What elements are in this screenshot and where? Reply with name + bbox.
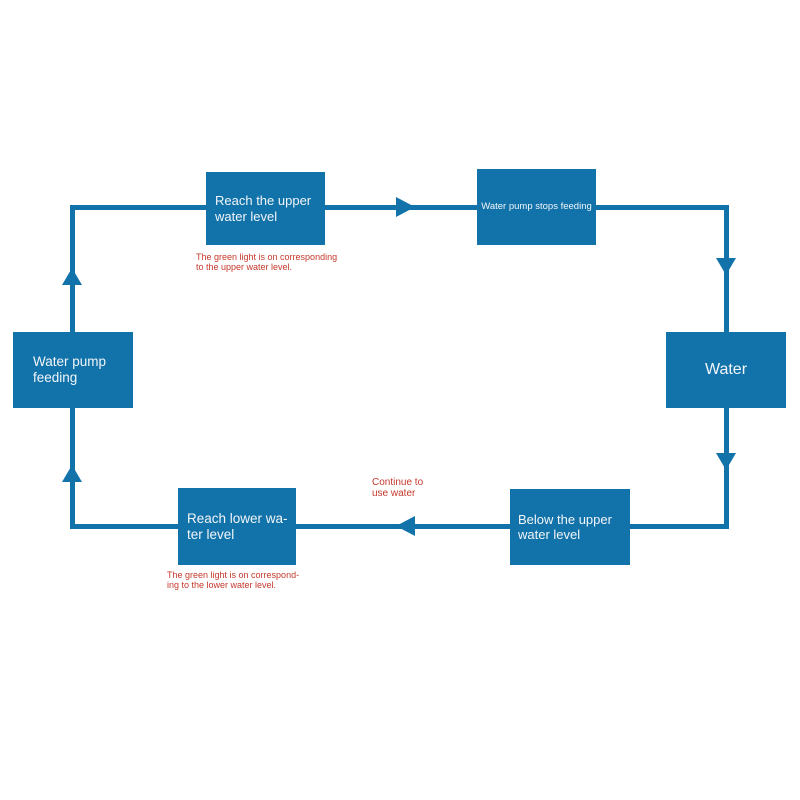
connector-bottom-right: [630, 524, 729, 529]
node-label: Water pump stops feeding: [481, 201, 592, 213]
right-arrowhead-icon: [396, 197, 415, 217]
water-pump-stops-feeding-box: Water pump stops feeding: [477, 169, 596, 245]
left-arrowhead-icon: [396, 516, 415, 536]
water-pump-feeding-box: Water pump feeding: [13, 332, 133, 408]
node-label: Below the upper water level: [518, 511, 612, 542]
lower-level-green-light-note: The green light is on correspond- ing to…: [167, 570, 300, 591]
node-label: Water pump feeding: [33, 354, 107, 385]
node-label: Reach the upper water level: [215, 193, 312, 224]
below-upper-water-level-box: Below the upper water level: [510, 489, 630, 565]
up-arrowhead-icon: [62, 465, 82, 482]
water-box: Water: [666, 332, 786, 408]
down-arrowhead-icon: [716, 258, 736, 275]
connector-top-right: [596, 205, 729, 210]
connector-top-left: [70, 205, 206, 210]
upper-level-green-light-note: The green light is on corresponding to t…: [196, 252, 338, 273]
up-arrowhead-icon: [62, 268, 82, 285]
node-label: Water: [704, 360, 748, 378]
down-arrowhead-icon: [716, 453, 736, 470]
continue-to-use-water-note: Continue to use water: [372, 477, 424, 499]
connector-bottom-left: [70, 524, 178, 529]
reach-upper-water-level-box: Reach the upper water level: [206, 172, 325, 245]
node-label: Reach lower wa- ter level: [187, 510, 288, 542]
reach-lower-water-level-box: Reach lower wa- ter level: [178, 488, 296, 565]
